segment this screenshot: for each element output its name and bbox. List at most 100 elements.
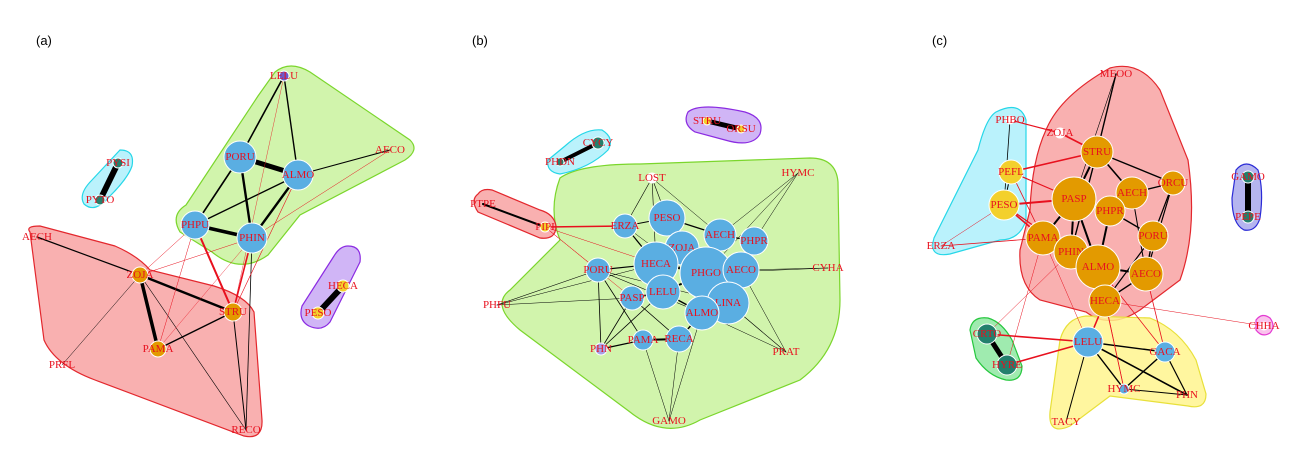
node-label-orsu: ORSU <box>726 123 755 135</box>
node-label-lina: LINA <box>715 297 741 309</box>
node-label-zoja: ZOJA <box>1047 127 1074 139</box>
node-label-pipi: PIPI <box>535 221 555 233</box>
node-hyre <box>996 354 1018 376</box>
edge-stru-pama <box>157 311 234 350</box>
node-label-prfl: PRFL <box>49 359 76 371</box>
panel-label-c: (c) <box>932 33 948 48</box>
edge-gamo-pama <box>642 339 670 422</box>
edge-almo-aeco <box>297 149 391 176</box>
node-label-phfu: PHFU <box>483 299 511 311</box>
node-peso <box>648 199 686 237</box>
node-lelu <box>645 274 681 310</box>
node-label-orcu: ORCU <box>1158 177 1189 189</box>
edge-phfu-pasp <box>496 297 633 306</box>
edge-pysi-pyto <box>97 160 121 203</box>
node-label-stru: STRU <box>219 306 247 318</box>
edge-heca-chha <box>1104 300 1265 327</box>
node-peso <box>988 189 1020 221</box>
node-label-phbo: PHBO <box>995 114 1024 126</box>
edge-lelu-phn <box>1087 341 1188 396</box>
node-pama <box>149 340 167 358</box>
node-lelu <box>278 70 290 82</box>
edge-zoja-prfl <box>61 274 141 366</box>
edge-phfu-poru <box>496 269 599 306</box>
edge-ptpe-pipi <box>482 203 546 228</box>
edge-hymc-phn <box>1123 388 1188 396</box>
node-lelu <box>1072 326 1104 358</box>
node-label-zoja: ZOJA <box>127 269 154 281</box>
node-label-lelu: LELU <box>270 70 298 82</box>
node-label-aech: AECH <box>1117 187 1147 199</box>
node-label-phin: PHIN <box>1058 246 1084 258</box>
node-pepe <box>1241 210 1255 224</box>
edge-lelu-crto <box>986 333 1089 343</box>
hull-b-red <box>473 188 557 239</box>
node-label-phpr: PHPR <box>1096 205 1124 217</box>
node-label-pama: PAMA <box>1028 232 1059 244</box>
node-label-hymc: HYMC <box>781 167 814 179</box>
node-label-cycy: CYCY <box>583 137 614 149</box>
node-zoja <box>131 266 149 284</box>
node-label-heca: HECA <box>641 258 671 270</box>
edge-stru-reco <box>232 311 247 431</box>
edge-phbo-zoja <box>1009 119 1061 134</box>
node-label-pysi: PYSI <box>106 157 130 169</box>
node-pasp <box>1051 176 1097 222</box>
node-phdn <box>555 157 565 167</box>
panel-label-b: (b) <box>472 33 488 48</box>
node-label-meoo: MEOO <box>1100 68 1132 80</box>
edge-gamo-almo <box>668 312 703 422</box>
node-label-phpu: PHPU <box>181 219 209 231</box>
edge-poru-pama <box>597 269 644 341</box>
node-aech <box>1115 176 1149 210</box>
node-heca <box>336 279 350 293</box>
node-pipi <box>539 221 551 233</box>
node-label-phgo: PHGO <box>691 267 721 279</box>
node-cycy <box>591 136 605 150</box>
node-label-pama: PAMA <box>628 334 659 346</box>
node-label-peso: PESO <box>991 199 1018 211</box>
node-label-aeco: AECO <box>726 264 756 276</box>
edge-cycy-phdn <box>558 141 600 164</box>
node-pama <box>1025 220 1061 256</box>
node-label-erza: ERZA <box>611 220 640 232</box>
node-label-almo: ALMO <box>1082 261 1114 273</box>
edge-zoja-pama <box>138 273 160 351</box>
node-label-phdn: PHDN <box>545 156 575 168</box>
nodes-panel-a: LELUAECOPORUALMOPYSIPYTOPHPUPHINAECHZOJA… <box>22 70 405 436</box>
node-lost <box>646 172 658 184</box>
node-phin <box>236 222 268 254</box>
edge-pama-phpu <box>157 224 196 350</box>
node-label-aeco: AECO <box>1131 268 1161 280</box>
node-pasp <box>619 285 645 311</box>
node-label-phpr: PHPR <box>740 235 768 247</box>
node-pyto <box>94 194 106 206</box>
node-label-lelu: LELU <box>1074 336 1102 348</box>
node-poru <box>1137 220 1169 252</box>
node-pefl <box>998 159 1024 185</box>
edge-phin-reco <box>245 237 253 431</box>
edge-zoja-stru <box>138 273 235 314</box>
node-phn <box>594 342 608 356</box>
node-label-ptpe: PTPE <box>470 198 496 210</box>
edge-stru-lelu <box>232 75 285 313</box>
node-label-peso: PESO <box>654 212 681 224</box>
edge-pipi-erza <box>544 225 626 228</box>
node-label-phn: PHN <box>1176 389 1198 401</box>
node-label-pepe: PEPE <box>1235 211 1261 223</box>
node-label-aeco: AECO <box>375 144 405 156</box>
node-heca <box>1088 284 1122 318</box>
node-label-phin: PHIN <box>239 232 265 244</box>
node-orsu <box>736 124 746 134</box>
node-label-reco: RECO <box>231 424 260 436</box>
node-label-stru: STRU <box>1083 146 1111 158</box>
node-label-hyre: HYRE <box>992 359 1022 371</box>
node-label-reca: RECA <box>664 333 693 345</box>
node-label-pasp: PASP <box>1061 193 1086 205</box>
node-label-gamo: GAMO <box>652 415 686 427</box>
edge-phin-crto <box>986 251 1072 335</box>
node-label-hymc: HYMC <box>1107 383 1140 395</box>
node-label-zoja: ZOJA <box>669 242 696 254</box>
node-crto <box>976 323 998 345</box>
node-almo <box>282 159 314 191</box>
